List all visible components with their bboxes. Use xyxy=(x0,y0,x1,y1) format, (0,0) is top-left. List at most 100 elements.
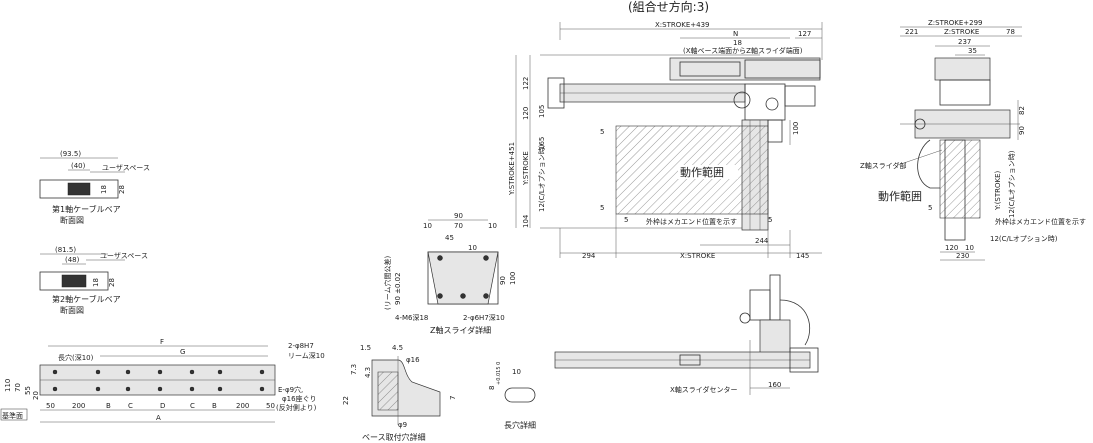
dim-10a-zs: 10 xyxy=(423,222,432,230)
base-detail: F G 2-φ8H7 リーム深10 長穴(深10) 110 70 55 20 基… xyxy=(0,338,325,423)
hole xyxy=(125,386,131,392)
cable1-caption2: 断面図 xyxy=(60,215,84,225)
hole xyxy=(483,293,489,299)
dim-100: 100 xyxy=(792,122,800,135)
side-operation-range xyxy=(939,139,981,219)
hole xyxy=(189,369,195,375)
hole xyxy=(437,293,443,299)
dim-28-c2: 28 xyxy=(108,278,116,287)
dim-5b: 5 xyxy=(600,204,604,212)
user-space-2: ユーザスペース xyxy=(100,252,148,260)
hole xyxy=(483,255,489,261)
front-column-top xyxy=(769,274,781,321)
carriage-block xyxy=(744,83,786,121)
user-space-1: ユーザスペース xyxy=(102,164,150,172)
dim-70-base: 70 xyxy=(14,383,22,392)
phi8-note: 2-φ8H7 xyxy=(288,342,314,350)
dim-35: 35 xyxy=(968,47,977,55)
dim-110-base: 110 xyxy=(4,379,12,392)
e-hole-2: φ16座ぐり xyxy=(282,394,317,403)
seg-b1: B xyxy=(106,402,111,410)
dim-y-stroke-side: Y:(STROKE) xyxy=(994,170,1002,211)
dim-237: 237 xyxy=(958,38,971,46)
dim-phi9: φ9 xyxy=(398,421,407,429)
front-end-block xyxy=(789,347,819,373)
dim-x-stroke: X:STROKE xyxy=(680,252,715,260)
seg-c1: C xyxy=(128,402,133,410)
operation-range-label: 動作範囲 xyxy=(680,165,724,179)
dim-g: G xyxy=(180,348,185,356)
dim-18-c1: 18 xyxy=(100,185,108,194)
dim-10-slot: 10 xyxy=(512,368,521,376)
z-motor xyxy=(934,57,991,81)
dim-28-c1: 28 xyxy=(118,185,126,194)
tol-note: (リーム穴間公差) xyxy=(383,255,392,310)
dim-1-5: 1.5 xyxy=(360,344,371,352)
hole xyxy=(460,293,466,299)
front-cable xyxy=(779,299,811,346)
dim-20-base: 20 xyxy=(32,391,40,400)
dim-7-hole: 7 xyxy=(449,396,457,400)
dim-90: 90 xyxy=(1018,126,1026,135)
hole-hatch xyxy=(377,371,399,411)
front-slider xyxy=(679,354,701,366)
dim-160: 160 xyxy=(768,381,781,389)
dim-48: (48) xyxy=(65,256,80,264)
hole xyxy=(217,386,223,392)
hole xyxy=(437,255,443,261)
x-slider-center: X軸スライダセンター xyxy=(670,385,738,394)
phi6-note: 2-φ6H7深10 xyxy=(463,313,505,322)
hole-detail: 1.5 4.5 φ16 7.3 4.3 22 7 φ9 ベース取付穴詳細 xyxy=(342,344,457,442)
e-hole-1: E-φ9穴, xyxy=(278,385,303,394)
hole xyxy=(157,386,163,392)
dim-c-opt: 12(C/Lオプション時) xyxy=(538,144,546,212)
cable2-caption2: 断面図 xyxy=(60,305,84,315)
dim-y-stroke: Y:STROKE xyxy=(522,151,530,186)
hole xyxy=(259,369,265,375)
motor-body xyxy=(679,61,741,77)
dim-22: 22 xyxy=(342,396,350,405)
dim-45-zs: 45 xyxy=(445,234,454,242)
cable1-caption1: 第1軸ケーブルベア xyxy=(52,204,121,214)
cable-loop xyxy=(917,139,940,189)
motor-box xyxy=(784,85,816,107)
dim-8-slot: 8 xyxy=(488,386,496,390)
dim-a: A xyxy=(156,414,161,422)
ref-box xyxy=(0,408,28,421)
leader-line xyxy=(897,149,943,166)
slot-tolerance: +0.015 0 xyxy=(496,362,502,385)
dim-18: 18 xyxy=(733,39,742,47)
end-circle xyxy=(914,118,926,130)
dim-n: N xyxy=(733,30,738,38)
dim-90-tol: 90 ±0.02 xyxy=(394,272,402,305)
dim-105: 105 xyxy=(538,105,546,118)
dim-50a: 50 xyxy=(46,402,55,410)
hole xyxy=(125,369,131,375)
dim-294: 294 xyxy=(582,252,596,260)
dim-100-zs: 100 xyxy=(509,272,517,285)
dim-10-side: 10 xyxy=(965,244,974,252)
label-bg xyxy=(678,165,738,179)
dim-165: 165 xyxy=(538,137,546,150)
ream-note: リーム深10 xyxy=(288,351,325,360)
motor-cover xyxy=(744,59,821,79)
dim-55-base: 55 xyxy=(24,386,32,395)
dim-4-3: 4.3 xyxy=(364,367,372,378)
dim-90r-zs: 90 xyxy=(499,276,507,285)
e-hole-3: (反対側より) xyxy=(276,403,317,412)
dim-f: F xyxy=(160,338,164,346)
hole xyxy=(157,369,163,375)
z-housing xyxy=(939,79,991,106)
cable2-user-space xyxy=(61,274,87,288)
dim-122: 122 xyxy=(522,77,530,90)
hole xyxy=(95,386,101,392)
dim-81-5: (81.5) xyxy=(55,246,76,254)
z-slider-caption: Z軸スライダ詳細 xyxy=(430,325,491,335)
dim-5c: 5 xyxy=(624,216,628,224)
dim-145: 145 xyxy=(796,252,809,260)
dim-7-3: 7.3 xyxy=(350,364,358,375)
x-axis-end-cap xyxy=(547,77,565,109)
dim-120: 120 xyxy=(522,107,530,120)
